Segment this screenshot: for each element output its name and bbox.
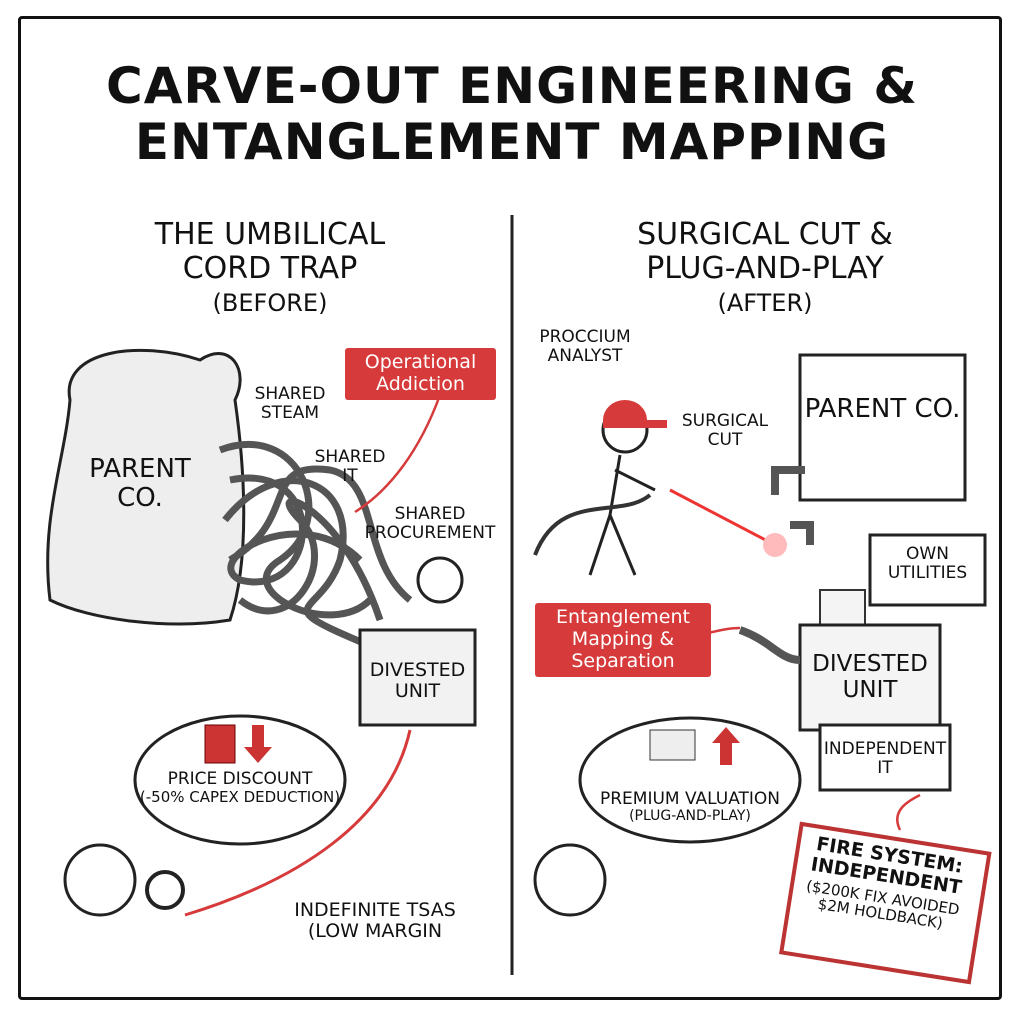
it-box	[818, 723, 952, 792]
battery-icon	[819, 589, 866, 631]
laser-spark	[763, 533, 787, 557]
fire-system-box	[779, 821, 992, 985]
parent-label-after: Parent Co.	[804, 394, 961, 424]
own-pipe	[738, 626, 801, 664]
cut-pipes	[771, 466, 814, 545]
own-utilities-label: Own Utilities	[887, 544, 968, 584]
stressed-face	[416, 556, 464, 604]
frame-border	[18, 16, 1002, 1000]
divested-unit-label-after: Divested Unit	[812, 651, 928, 703]
down-arrow-icon	[244, 725, 272, 763]
up-arrow-icon	[712, 727, 740, 765]
after-tag: (After)	[717, 289, 813, 317]
shared-steam-label: Shared Steam	[254, 384, 326, 424]
calculator-icon	[204, 724, 236, 764]
thought-cloud-before	[133, 714, 347, 846]
independent-it-label: Independent IT	[823, 739, 947, 779]
page-title: Carve-out Engineering & Entanglement Map…	[106, 57, 918, 171]
price-discount-group: Price Discount (-50% Capex Deduction)	[130, 769, 350, 807]
price-discount-label: Price Discount	[167, 769, 313, 789]
shared-procurement-label: Shared Procurement	[364, 504, 496, 544]
parent-box-after	[798, 353, 967, 502]
tsa-group: Indefinite TSAs (Low Margin	[255, 899, 495, 943]
price-discount-detail: (-50% Capex Deduction)	[139, 788, 341, 807]
divested-unit-label-before: Divested Unit	[369, 659, 466, 703]
after-heading: Surgical Cut & Plug-and-Play	[637, 217, 893, 286]
happy-face	[533, 843, 607, 917]
analyst-face-before	[63, 843, 137, 917]
analyst-body	[588, 454, 656, 576]
thought-cloud-after	[578, 716, 802, 844]
laser-hose	[533, 493, 652, 556]
utilities-box	[868, 533, 987, 607]
surgical-cut-label: Surgical Cut	[681, 411, 769, 451]
addiction-arrow	[354, 394, 442, 514]
before-heading: The Umbilical Cord Trap	[154, 217, 386, 286]
red-tsa-cord	[184, 729, 412, 917]
premium-valuation-group: Premium Valuation (Plug-and-Play)	[575, 789, 805, 825]
laser-beam	[669, 488, 776, 547]
premium-valuation-detail: (Plug-and-Play)	[629, 808, 751, 825]
shared-it-label: Shared IT	[314, 447, 386, 487]
tsa-detail: (Low Margin	[307, 920, 443, 943]
before-tag: (Before)	[212, 289, 328, 317]
operational-addiction-callout: Operational Addiction	[345, 348, 496, 400]
parent-label-before: Parent Co.	[89, 454, 191, 514]
magnifier-icon	[145, 870, 185, 910]
premium-valuation-label: Premium Valuation	[599, 789, 781, 809]
cash-stack-icon	[649, 729, 696, 761]
entanglement-mapping-callout: Entanglement Mapping & Separation	[535, 603, 711, 677]
parent-blob	[46, 348, 246, 626]
tangled-cables	[218, 441, 413, 654]
divested-unit-box-before	[358, 628, 477, 727]
fire-arrow	[896, 793, 921, 831]
analyst-label: Proccium Analyst	[539, 327, 631, 367]
hard-hat-icon	[603, 400, 667, 428]
divested-unit-box-after	[798, 623, 942, 732]
tsa-label: Indefinite TSAs	[294, 899, 456, 921]
